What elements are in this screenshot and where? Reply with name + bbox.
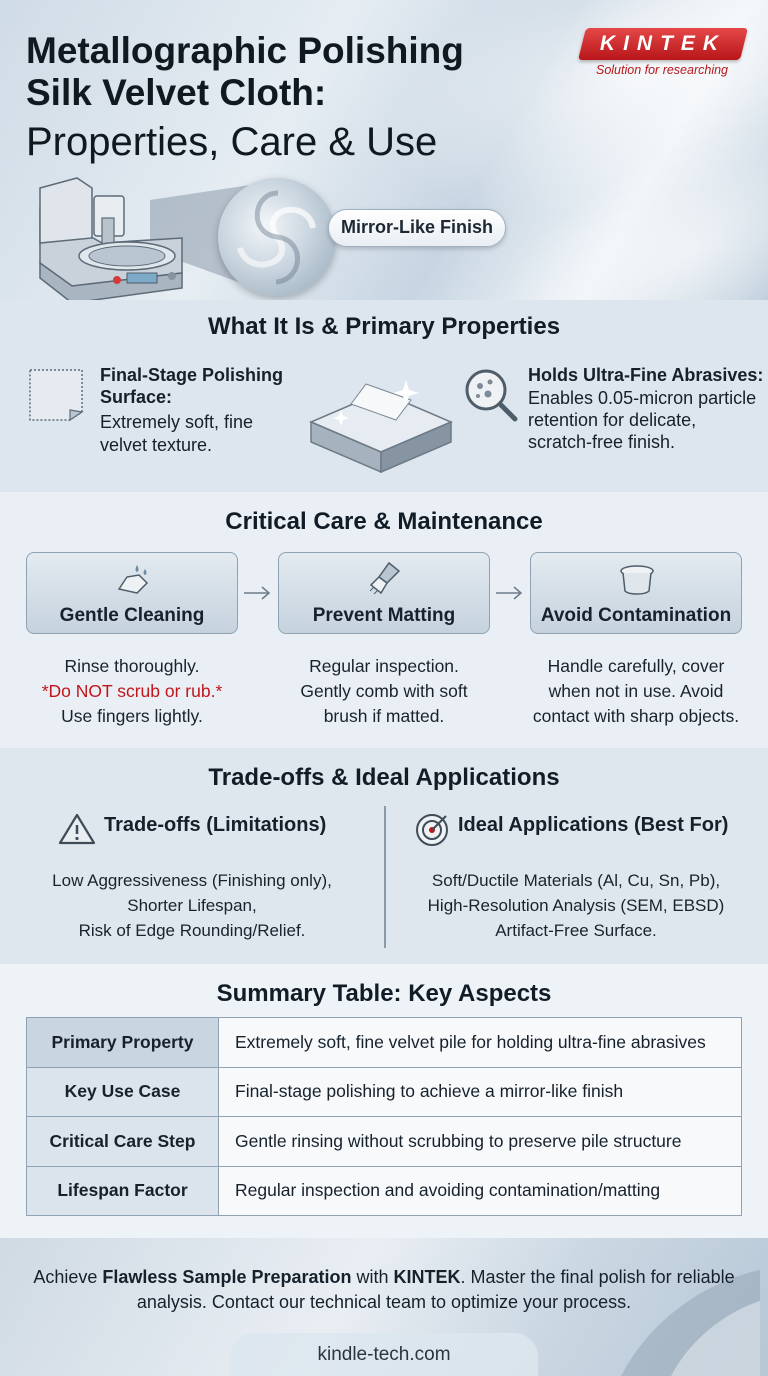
table-key-cell: Primary Property (26, 1017, 219, 1068)
care-card-label: Prevent Matting (312, 605, 456, 626)
table-value-cell: Extremely soft, fine velvet pile for hol… (218, 1017, 742, 1068)
tradeoffs-heading: Trade-offs & Ideal Applications (208, 764, 560, 791)
care-card-contamination: Avoid Contamination (530, 552, 742, 634)
table-value-cell: Gentle rinsing without scrubbing to pres… (218, 1116, 742, 1167)
table-row: Critical Care Step Gentle rinsing withou… (26, 1116, 742, 1167)
page-subtitle: Properties, Care & Use (26, 120, 438, 164)
polishing-machine-icon (39, 177, 183, 300)
care-cleaning-text: Rinse thoroughly. *Do NOT scrub or rub.*… (12, 654, 252, 729)
summary-table: Primary Property Extremely soft, fine ve… (26, 1017, 742, 1216)
page-title: Metallographic Polishing Silk Velvet Clo… (26, 30, 464, 113)
website-pill (230, 1333, 538, 1376)
summary-heading: Summary Table: Key Aspects (216, 980, 552, 1007)
property-abrasives-text: Enables 0.05-micron particle retention f… (528, 388, 757, 452)
velvet-cloth-closeup (218, 178, 336, 296)
website-link[interactable]: kindle-tech.com (317, 1344, 451, 1365)
logo-text: KINTEK (599, 32, 727, 55)
table-key-cell: Lifespan Factor (26, 1165, 219, 1216)
properties-heading: What It Is & Primary Properties (207, 313, 561, 340)
brush-icon (369, 561, 401, 595)
property-abrasives-title: Holds Ultra-Fine Abrasives: (528, 365, 764, 385)
care-card-matting: Prevent Matting (278, 552, 490, 634)
call-to-action: Achieve Flawless Sample Preparation with… (33, 1267, 735, 1312)
cleaning-hand-icon (117, 565, 149, 594)
property-surface-title: Final-Stage Polishing Surface: (100, 365, 284, 407)
polished-block-icon (309, 380, 453, 474)
tradeoffs-column-heading: Trade-offs (Limitations) (104, 814, 327, 836)
no-scrub-warning: *Do NOT scrub or rub.* (41, 681, 223, 701)
magnifier-particles-icon (465, 369, 518, 422)
table-row: Primary Property Extremely soft, fine ve… (26, 1017, 742, 1068)
applications-list: Soft/Ductile Materials (Al, Cu, Sn, Pb),… (427, 871, 725, 940)
table-key-cell: Key Use Case (26, 1066, 219, 1117)
warning-triangle-icon (58, 813, 96, 845)
care-card-cleaning: Gentle Cleaning (26, 552, 238, 634)
property-surface-text: Extremely soft, fine velvet texture. (100, 412, 254, 455)
logo-tagline: Solution for researching (595, 63, 729, 77)
column-divider (384, 806, 386, 948)
header-banner: Metallographic Polishing Silk Velvet Clo… (0, 0, 768, 300)
table-value-cell: Regular inspection and avoiding contamin… (218, 1165, 742, 1216)
cloth-swatch-icon (29, 369, 84, 422)
table-key-cell: Critical Care Step (26, 1116, 219, 1167)
mirror-finish-badge: Mirror-Like Finish (328, 209, 506, 247)
tradeoffs-list: Low Aggressiveness (Finishing only), Sho… (52, 871, 332, 940)
care-card-label: Avoid Contamination (540, 605, 732, 626)
care-matting-text: Regular inspection. Gently comb with sof… (300, 656, 468, 726)
arrow-right-icon (244, 586, 271, 600)
table-value-cell: Final-stage polishing to achieve a mirro… (218, 1066, 742, 1117)
target-icon (416, 814, 448, 846)
metal-foil-decoration (621, 1269, 760, 1376)
applications-column-heading: Ideal Applications (Best For) (458, 814, 729, 836)
table-row: Lifespan Factor Regular inspection and a… (26, 1165, 742, 1216)
cover-container-icon (620, 565, 654, 595)
care-contamination-text: Handle carefully, cover when not in use.… (532, 656, 740, 726)
care-card-label: Gentle Cleaning (59, 605, 205, 626)
arrow-right-icon (496, 586, 523, 600)
care-heading: Critical Care & Maintenance (225, 508, 543, 535)
table-row: Key Use Case Final-stage polishing to ac… (26, 1066, 742, 1117)
